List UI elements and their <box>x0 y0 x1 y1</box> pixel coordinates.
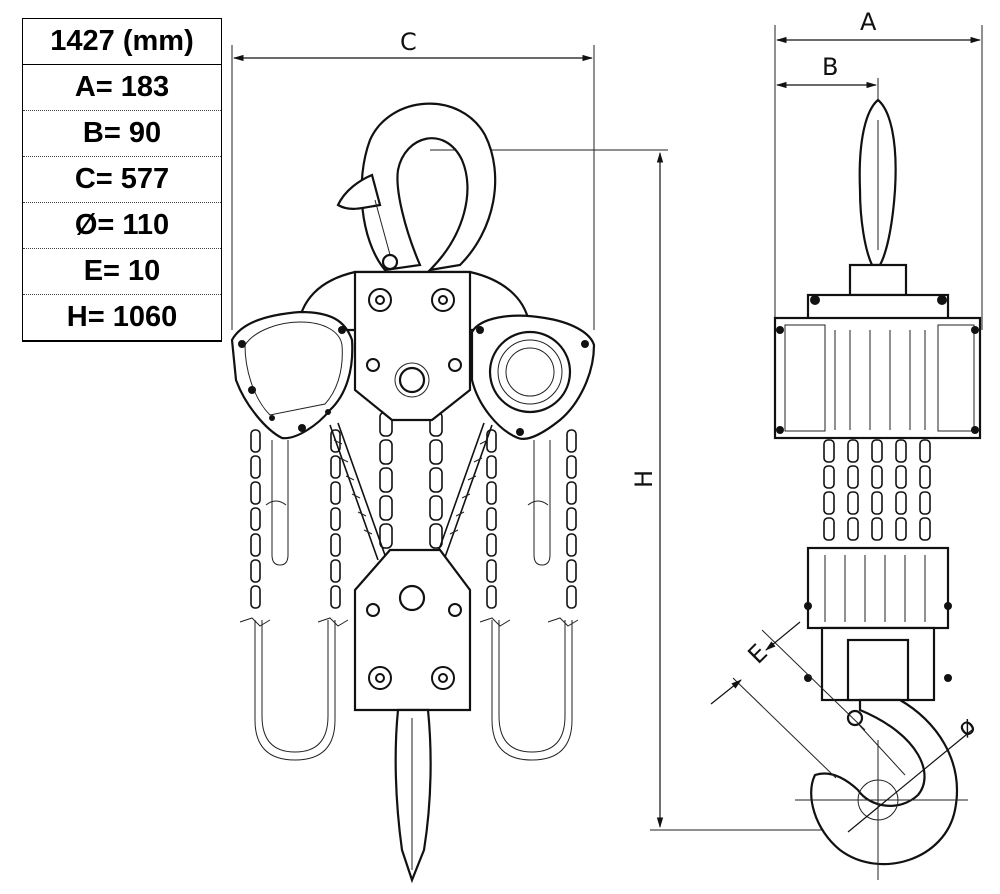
dimension-b-row: B= 90 <box>23 111 221 157</box>
dimension-h-label: H <box>630 470 658 488</box>
front-view: C H <box>230 28 830 884</box>
side-bottom-hook <box>795 698 968 880</box>
dimension-e-label: E <box>742 639 773 670</box>
top-hook <box>336 102 497 272</box>
dimension-phi-row: Ø= 110 <box>23 203 221 249</box>
left-gear-housing <box>230 310 354 440</box>
dimension-a: A <box>774 8 983 330</box>
side-view: A B <box>710 8 983 880</box>
side-top-block <box>773 263 982 440</box>
dimension-table: 1427 (mm) A= 183 B= 90 C= 577 Ø= 110 E= … <box>22 18 222 342</box>
right-gear-housing <box>470 314 596 440</box>
load-chains <box>329 411 493 561</box>
side-bottom-block <box>804 546 952 702</box>
dimension-c-row: C= 577 <box>23 157 221 203</box>
dimension-a-label: A <box>860 8 877 36</box>
bottom-hook-front <box>394 708 432 884</box>
dimension-e-row: E= 10 <box>23 249 221 295</box>
hand-chain-strands <box>250 429 577 609</box>
dimension-b: B <box>775 53 879 100</box>
side-load-chains <box>823 439 931 541</box>
dimension-a-row: A= 183 <box>23 65 221 111</box>
central-top-block <box>296 270 532 422</box>
table-header: 1427 (mm) <box>23 18 221 65</box>
dimension-c-label: C <box>400 28 417 56</box>
dimension-phi-label: ø <box>952 712 981 743</box>
dimension-h-row: H= 1060 <box>23 295 221 341</box>
hand-chain-loops <box>239 617 579 761</box>
bottom-block <box>353 548 472 712</box>
dimension-b-label: B <box>822 53 838 81</box>
dimension-c: C <box>231 28 595 330</box>
